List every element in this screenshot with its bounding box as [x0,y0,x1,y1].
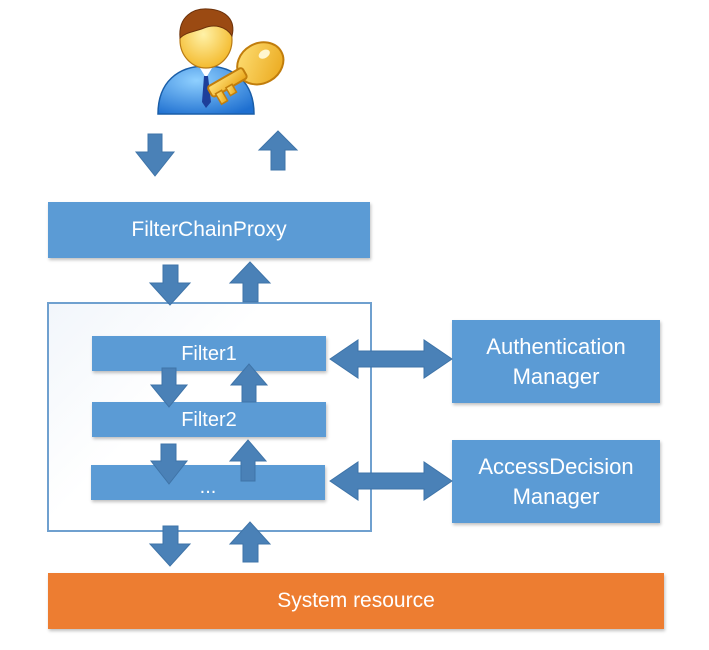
access-decision-manager-label: AccessDecision Manager [478,453,634,509]
filter-label-2: Filter2 [181,408,237,431]
arrow-down-proxy-to-chain-icon [148,264,192,306]
arrow-up-resource-to-chain-icon [228,521,272,563]
arrow-up-more-to-filter2-icon [228,439,268,482]
user-with-key-icon [157,8,285,115]
system-resource-label: System resource [277,589,435,613]
filter-chain-proxy-label: FilterChainProxy [131,218,287,242]
filter-label-more: ... [199,475,217,498]
filter-label-1: Filter1 [181,342,237,365]
arrow-down-chain-to-resource-icon [148,525,192,567]
arrow-up-chain-to-proxy-icon [228,261,272,303]
arrow-down-request-icon [134,133,176,177]
filter-box-2: Filter2 [92,402,326,437]
arrow-up-filter2-to-filter1-icon [229,363,269,403]
arrow-down-filter2-to-more-icon [149,443,189,485]
system-resource-box: System resource [48,573,664,629]
double-arrow-access-decision-icon [329,461,453,501]
authentication-manager-label: Authentication Manager [486,333,626,389]
filter-box-1: Filter1 [92,336,326,371]
filter-chain-proxy-box: FilterChainProxy [48,202,370,258]
filter-box-more: ... [91,465,325,500]
double-arrow-authentication-icon [329,339,453,379]
arrow-up-response-icon [257,130,299,171]
authentication-manager-box: Authentication Manager [452,320,660,403]
access-decision-manager-box: AccessDecision Manager [452,440,660,523]
arrow-down-filter1-to-filter2-icon [149,367,189,408]
